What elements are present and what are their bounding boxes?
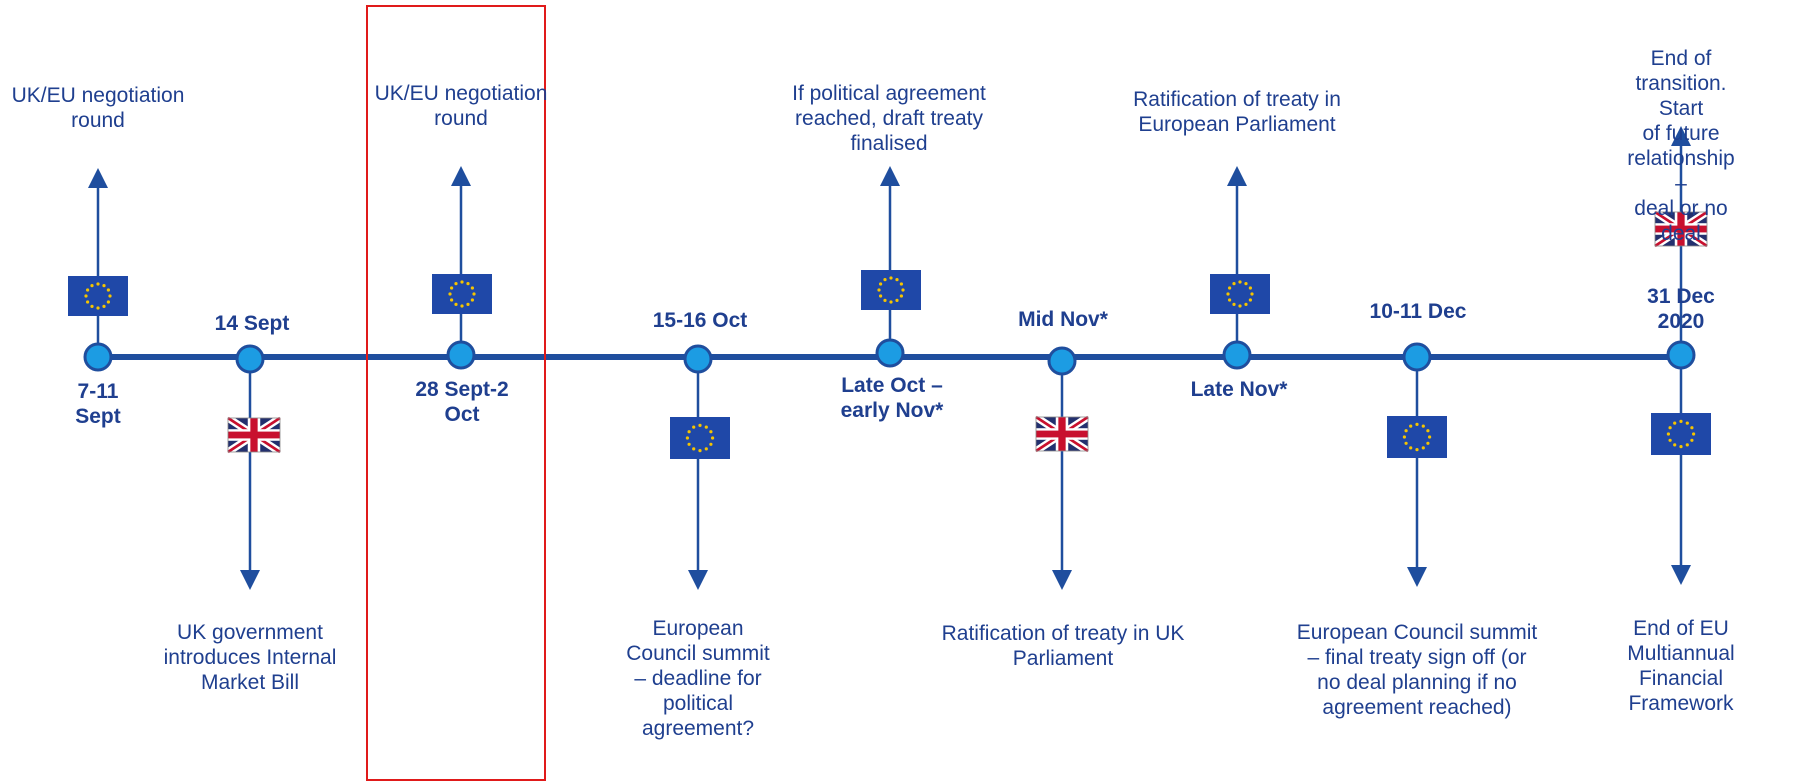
milestone-date: 14 Sept xyxy=(214,312,290,335)
uk-flag-icon xyxy=(1033,413,1091,455)
timeline-node-m2 xyxy=(235,344,265,374)
timeline-node-m8 xyxy=(1402,342,1432,372)
timeline-node-m6 xyxy=(1047,346,1077,376)
milestone-date: Late Nov* xyxy=(1190,378,1288,401)
milestone-event: European Council summit – final treaty s… xyxy=(1296,621,1538,719)
milestone-date: 28 Sept-2 Oct xyxy=(415,378,509,426)
milestone-event: End of EU Multiannual Financial Framewor… xyxy=(1627,617,1735,715)
milestone-date: 31 Dec 2020 xyxy=(1647,285,1715,333)
milestone-date: Mid Nov* xyxy=(1018,308,1108,331)
uk-flag-icon xyxy=(225,414,283,456)
milestone-event: If political agreement reached, draft tr… xyxy=(792,82,986,155)
milestone-date: 10-11 Dec xyxy=(1369,300,1467,323)
eu-flag-icon xyxy=(1651,413,1711,455)
eu-flag-icon xyxy=(861,270,921,310)
milestone-date: 15-16 Oct xyxy=(652,309,748,332)
timeline-node-m1 xyxy=(83,342,113,372)
milestone-event: End of transition. Start of future relat… xyxy=(1627,47,1735,245)
milestone-event: Ratification of treaty in European Parli… xyxy=(1133,88,1341,136)
eu-flag-icon xyxy=(68,276,128,316)
highlight-box xyxy=(366,5,546,781)
timeline-node-m4 xyxy=(683,344,713,374)
milestone-event: Ratification of treaty in UK Parliament xyxy=(941,622,1185,670)
milestone-date: 7-11 Sept xyxy=(75,380,121,428)
uk-flag-icon xyxy=(1652,208,1710,250)
milestone-date: Late Oct – early Nov* xyxy=(840,374,944,422)
milestone-event: European Council summit – deadline for p… xyxy=(626,617,770,740)
eu-flag-icon xyxy=(1210,274,1270,314)
milestone-event: UK/EU negotiation round xyxy=(374,82,548,130)
timeline-node-m3 xyxy=(446,340,476,370)
timeline-node-m5 xyxy=(875,338,905,368)
eu-flag-icon xyxy=(432,274,492,314)
milestone-event: UK/EU negotiation round xyxy=(11,84,185,132)
milestone-event: UK government introduces Internal Market… xyxy=(163,621,337,694)
eu-flag-icon xyxy=(1387,416,1447,458)
timeline-node-m9 xyxy=(1666,340,1696,370)
timeline-node-m7 xyxy=(1222,340,1252,370)
eu-flag-icon xyxy=(670,417,730,459)
